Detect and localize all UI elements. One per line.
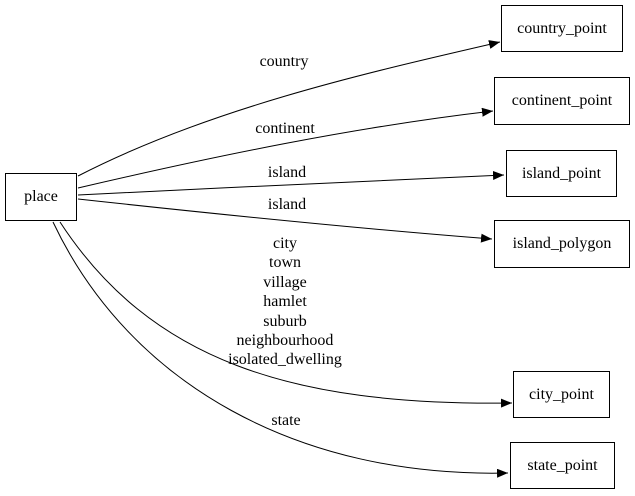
- edge-label-country: country: [259, 53, 309, 70]
- node-island-polygon: island_polygon: [494, 220, 630, 268]
- edge-place-to-state-point: [52, 221, 509, 478]
- node-place: place: [5, 173, 77, 221]
- edge-label-isolated-dwelling-line: isolated_dwelling: [228, 351, 342, 369]
- edge-label-island-point: island: [267, 164, 307, 181]
- node-state-point: state_point: [510, 442, 615, 489]
- edge-label-suburb-line: suburb: [263, 312, 307, 330]
- node-city-point: city_point: [513, 371, 610, 418]
- edge-place-to-city-point: [59, 221, 513, 408]
- edge-place-to-island-polygon: [77, 198, 493, 243]
- edge-place-to-country-point: [77, 40, 501, 177]
- edge-place-to-island-point: [77, 170, 505, 196]
- node-continent-point: continent_point: [494, 77, 630, 125]
- edge-label-city-line: city: [272, 235, 297, 252]
- edge-label-village-line: village: [263, 273, 307, 291]
- edge-label-hamlet-line: hamlet: [263, 293, 307, 311]
- edge-label-neighbourhood-line: neighbourhood: [236, 332, 334, 350]
- node-country-point: country_point: [501, 5, 623, 52]
- edge-label-city-block: city town village hamlet suburb neighbou…: [228, 234, 342, 370]
- node-island-point: island_point: [506, 150, 617, 197]
- edge-place-to-continent-point: [77, 107, 494, 189]
- edge-label-state: state: [271, 412, 301, 429]
- edge-label-continent: continent: [255, 120, 315, 137]
- edge-label-island-polygon: island: [267, 196, 307, 213]
- edge-label-town-line: town: [268, 254, 301, 272]
